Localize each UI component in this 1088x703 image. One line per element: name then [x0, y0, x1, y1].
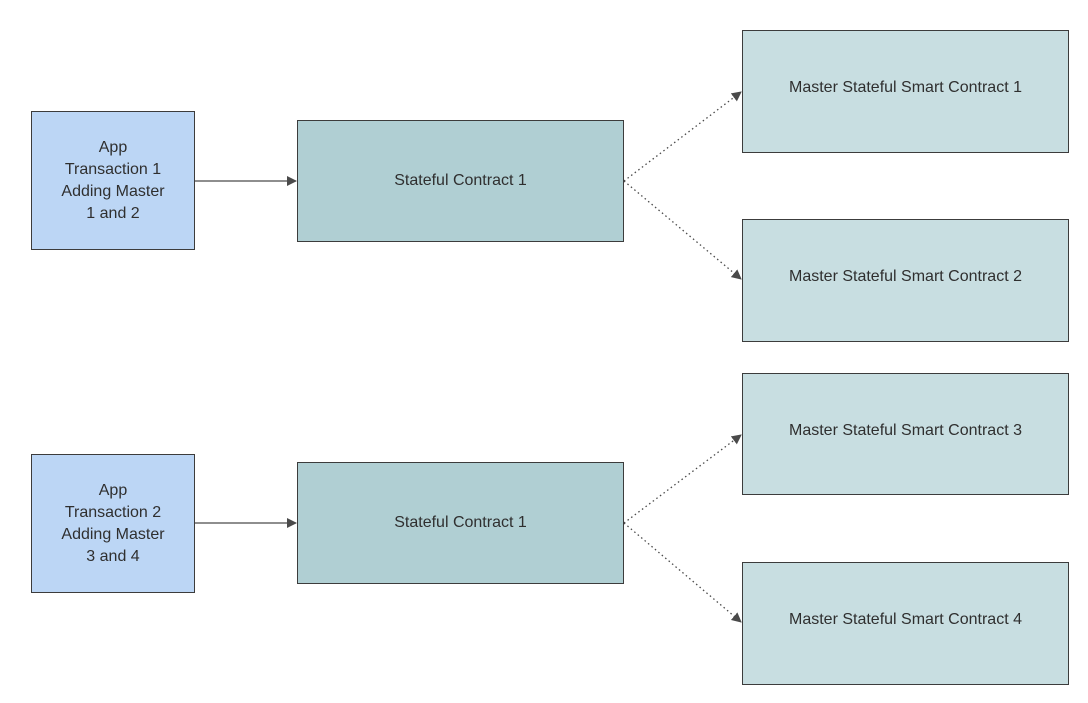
dotted-arrow-contract1-to-master2: [623, 180, 742, 280]
app-line: App: [98, 138, 128, 156]
app-line: Adding Master: [61, 182, 165, 200]
app-transaction-2-box: App Transaction 2 Adding Master 3 and 4: [31, 454, 195, 593]
dotted-arrow-contract2-to-master4: [623, 522, 742, 623]
app-line: 3 and 4: [86, 547, 140, 565]
master-contract-label: Master Stateful Smart Contract 1: [789, 79, 1022, 96]
stateful-contract-label: Stateful Contract 1: [394, 514, 527, 531]
stateful-contract-box-1: Stateful Contract 1: [297, 120, 624, 242]
master-contract-label: Master Stateful Smart Contract 4: [789, 611, 1022, 628]
app-line: Transaction 1: [64, 160, 162, 178]
master-contract-label: Master Stateful Smart Contract 2: [789, 268, 1022, 285]
app-transaction-1-box: App Transaction 1 Adding Master 1 and 2: [31, 111, 195, 250]
master-contract-box-1: Master Stateful Smart Contract 1: [742, 30, 1069, 153]
app-line: App: [98, 481, 128, 499]
stateful-contract-box-2: Stateful Contract 1: [297, 462, 624, 584]
stateful-contract-label: Stateful Contract 1: [394, 172, 527, 189]
master-contract-label: Master Stateful Smart Contract 3: [789, 422, 1022, 439]
dotted-arrow-contract1-to-master1: [623, 91, 742, 182]
master-contract-box-2: Master Stateful Smart Contract 2: [742, 219, 1069, 342]
app-line: Adding Master: [61, 525, 165, 543]
app-line: Transaction 2: [64, 503, 162, 521]
app-transaction-2-label: App Transaction 2 Adding Master 3 and 4: [61, 480, 164, 568]
app-line: 1 and 2: [86, 204, 140, 222]
master-contract-box-3: Master Stateful Smart Contract 3: [742, 373, 1069, 495]
master-contract-box-4: Master Stateful Smart Contract 4: [742, 562, 1069, 685]
dotted-arrow-contract2-to-master3: [623, 434, 742, 524]
app-transaction-1-label: App Transaction 1 Adding Master 1 and 2: [61, 137, 164, 225]
